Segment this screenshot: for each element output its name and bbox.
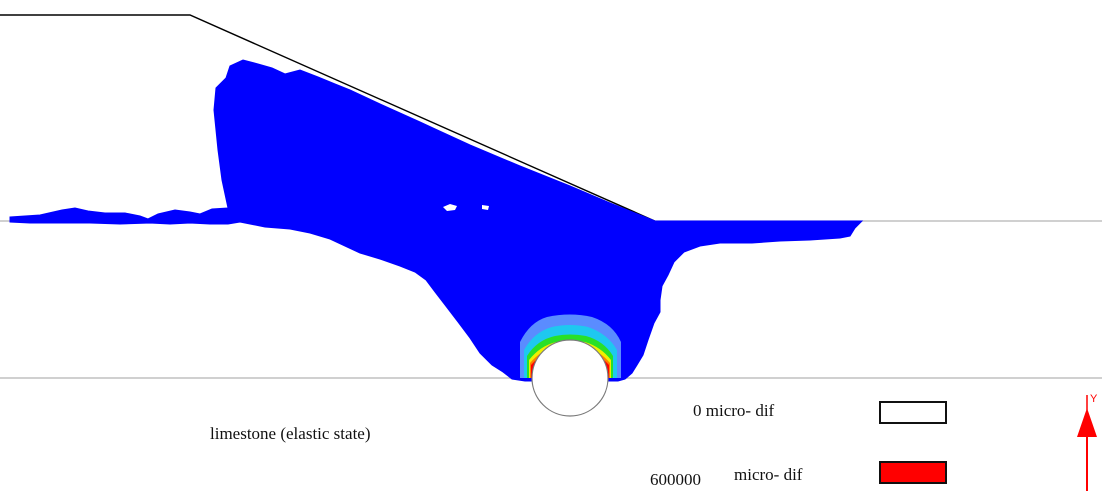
ground-surface-line bbox=[0, 14, 658, 223]
legend-min-label: 0 micro- dif bbox=[693, 401, 774, 421]
legend-min-swatch bbox=[879, 401, 947, 424]
void-left bbox=[443, 204, 457, 211]
y-axis-arrow bbox=[1077, 395, 1097, 491]
legend-min-value: 0 bbox=[693, 401, 702, 420]
legend-min-unit: micro- dif bbox=[705, 401, 775, 420]
legend-max-value: 600000 bbox=[650, 470, 701, 489]
legend-max-unit: micro- dif bbox=[734, 465, 803, 484]
void-right bbox=[482, 205, 489, 210]
legend-max-swatch bbox=[879, 461, 947, 484]
plastic-zone bbox=[9, 59, 864, 382]
material-label: limestone (elastic state) bbox=[210, 424, 371, 443]
y-axis-label: Y bbox=[1090, 393, 1098, 405]
tunnel-opening bbox=[531, 339, 609, 417]
